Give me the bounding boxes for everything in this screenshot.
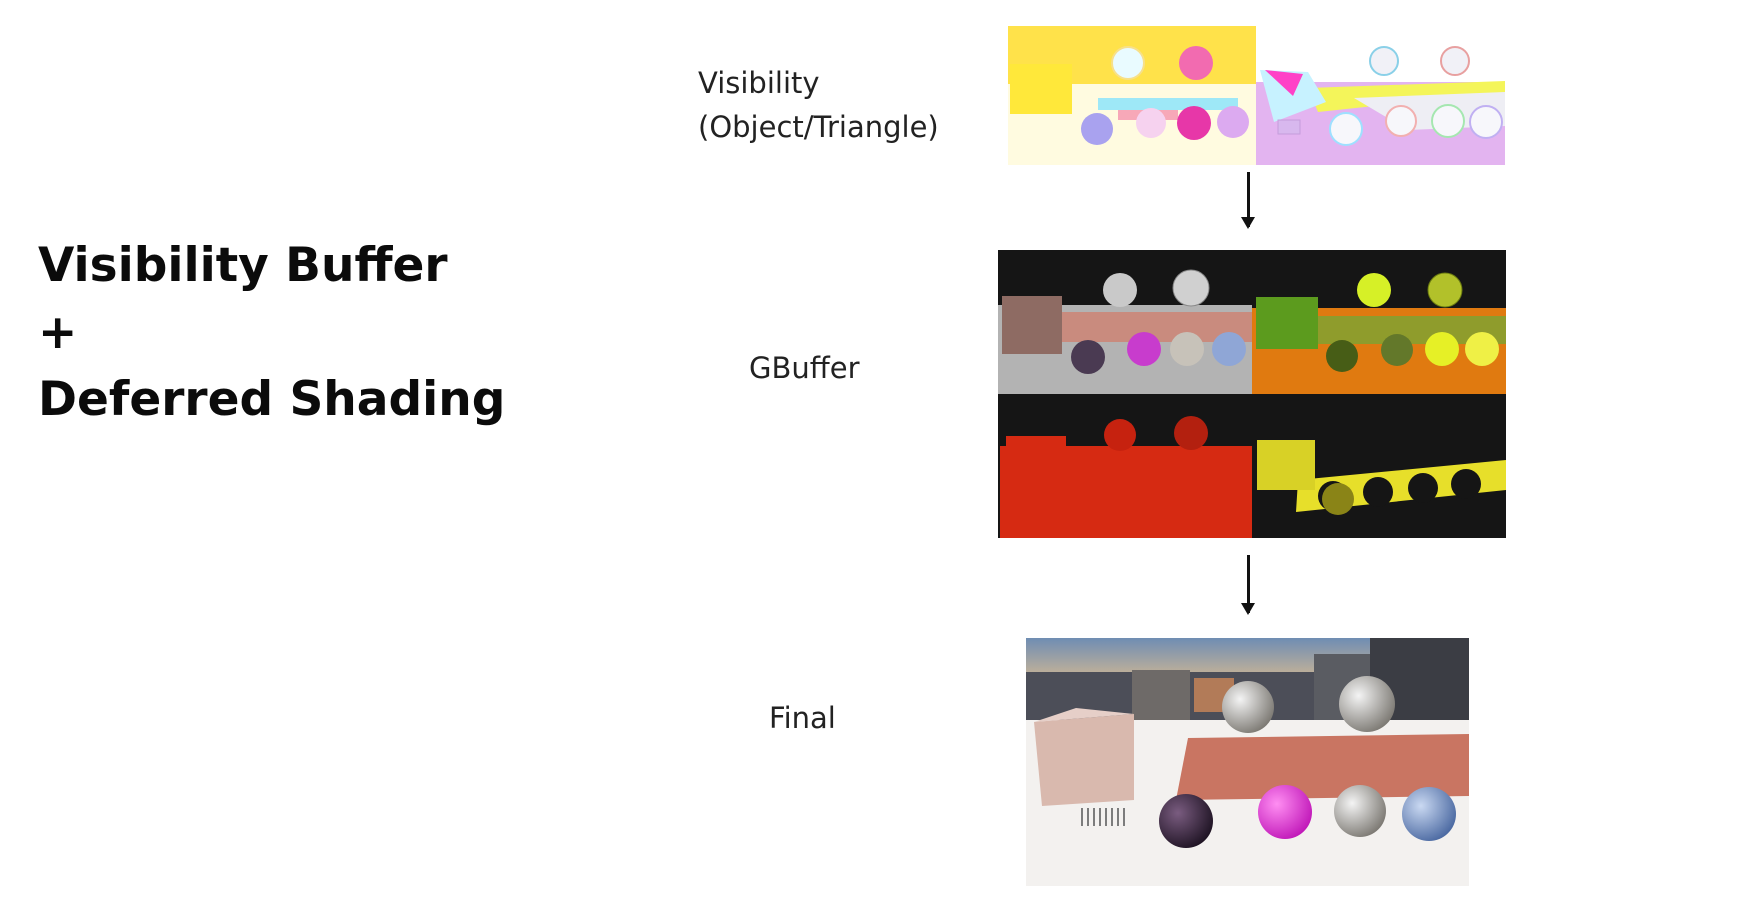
gbuffer-label: GBuffer [749,351,860,385]
title-line-deferred-shading: Deferred Shading [38,372,506,427]
visibility-buffer-image [1008,26,1505,165]
gbuffer-image [998,250,1506,538]
arrow-gbuffer-to-final [1241,555,1255,615]
visibility-label-line2: (Object/Triangle) [698,110,939,144]
arrow-visibility-to-gbuffer [1241,172,1255,229]
final-label: Final [769,701,836,735]
visibility-label-line1: Visibility [698,66,820,100]
title-line-plus: + [38,305,78,360]
slide-title: Visibility Buffer + Deferred Shading [38,232,505,433]
visibility-label: Visibility (Object/Triangle) [698,61,939,149]
final-render-image [1026,638,1469,886]
title-line-visibility-buffer: Visibility Buffer [38,238,448,293]
